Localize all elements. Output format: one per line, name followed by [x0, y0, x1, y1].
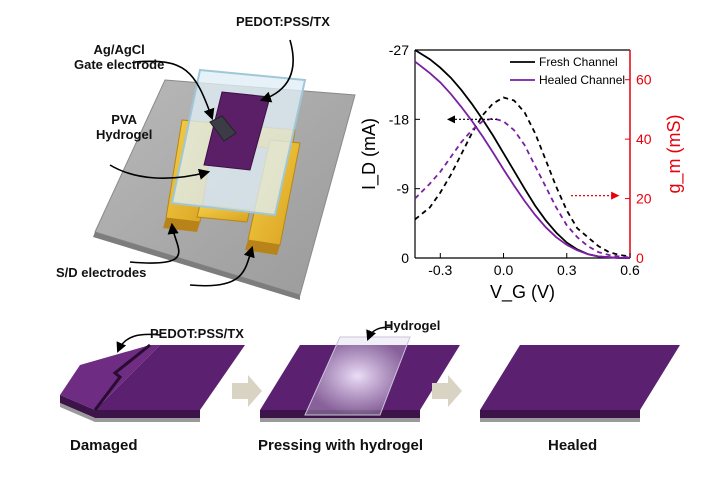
- caption-pressing: Pressing with hydrogel: [258, 437, 424, 454]
- y-right-tick-label: 20: [636, 191, 652, 207]
- pressing-film: [260, 336, 460, 422]
- legend-label: Fresh Channel: [539, 55, 618, 69]
- y-right-tick-label: 60: [636, 72, 652, 88]
- hydrogel-pad: [304, 336, 411, 416]
- y-left-tick-label: 0: [401, 250, 409, 266]
- pedot-film: [203, 91, 271, 171]
- gate-electrode: [209, 115, 237, 142]
- left-arrow-head: [447, 115, 455, 124]
- device-schematic: [93, 39, 356, 300]
- pva-label: PVA Hydrogel: [96, 112, 153, 142]
- right-arrow-head: [611, 191, 620, 200]
- y-right-tick-label: 0: [636, 250, 644, 266]
- sd-label: S/D electrodes: [56, 265, 147, 280]
- process-arrow-1: [232, 375, 262, 407]
- legend-label: Healed Channel: [539, 73, 625, 87]
- pedot-label-top: PEDOT:PSS/TX: [236, 14, 330, 29]
- x-tick-label: 0.3: [557, 262, 577, 278]
- hydrogel-label: Hydrogel: [384, 318, 441, 333]
- y-left-tick-label: -27: [389, 42, 409, 58]
- series-line-3: [414, 117, 631, 259]
- transfer-chart: -0.3 0.0 0.3 0.6 -27 -18 -9 0 0 20 40 60V_G (V) I_D …: [360, 42, 685, 303]
- y-left-tick-label: -9: [397, 181, 410, 197]
- series-line-1: [414, 60, 630, 259]
- process-arrow-2: [432, 375, 462, 407]
- pedot-label-bottom: PEDOT:PSS/TX: [150, 326, 244, 341]
- x-tick-label: 0.0: [494, 262, 514, 278]
- x-tick-label: 0.6: [620, 262, 640, 278]
- gate-label: Ag/AgCl Gate electrode: [74, 42, 165, 72]
- healed-film: [480, 345, 680, 422]
- y-right-axis-title: g_m (mS): [664, 114, 685, 193]
- healing-process: [60, 326, 680, 422]
- caption-healed: Healed: [548, 437, 598, 454]
- y-right-tick-label: 40: [636, 131, 652, 147]
- damaged-film: [60, 343, 245, 422]
- y-left-axis-title: I_D (mA): [360, 118, 380, 190]
- y-left-tick-label: -18: [389, 111, 409, 127]
- x-axis-title: V_G (V): [490, 282, 555, 303]
- series-line-2: [414, 96, 631, 258]
- caption-damaged: Damaged: [70, 437, 138, 454]
- x-tick-label: -0.3: [428, 262, 452, 278]
